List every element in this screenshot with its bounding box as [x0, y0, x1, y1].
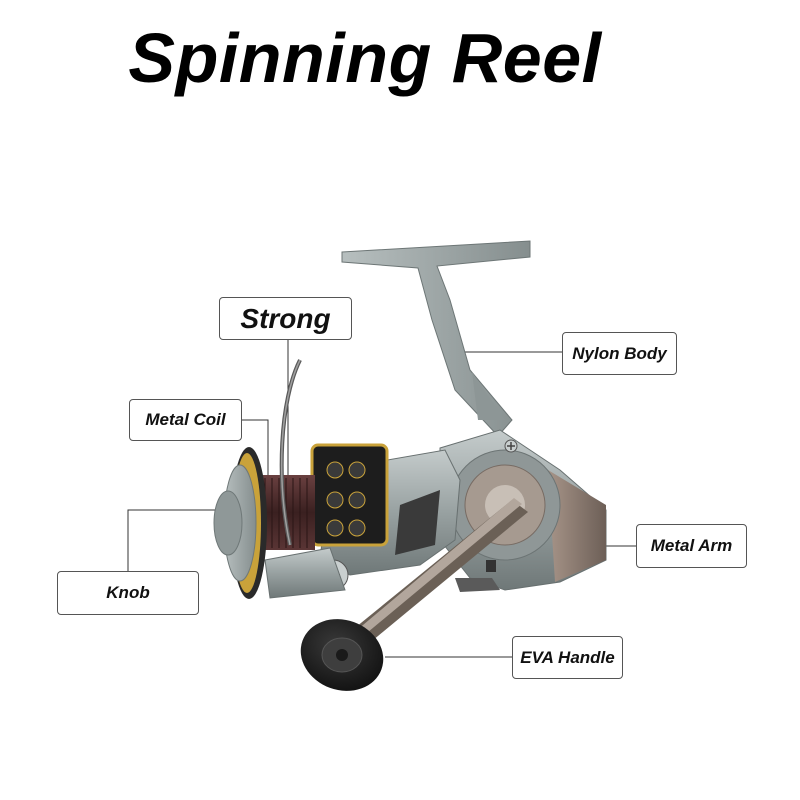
label-strong: Strong — [219, 297, 352, 340]
eva-handle-knob — [300, 619, 384, 691]
spool — [213, 443, 389, 599]
handle-arm — [340, 498, 528, 655]
label-metal-coil: Metal Coil — [129, 399, 242, 441]
label-eva-handle: EVA Handle — [512, 636, 623, 679]
label-knob: Knob — [57, 571, 199, 615]
connector-knob — [127, 509, 222, 571]
connector-metal-coil — [242, 419, 269, 500]
label-nylon-body: Nylon Body — [562, 332, 677, 375]
page-title: Spinning Reel — [128, 19, 602, 97]
reel-foot — [341, 240, 531, 437]
label-metal-arm: Metal Arm — [636, 524, 747, 568]
